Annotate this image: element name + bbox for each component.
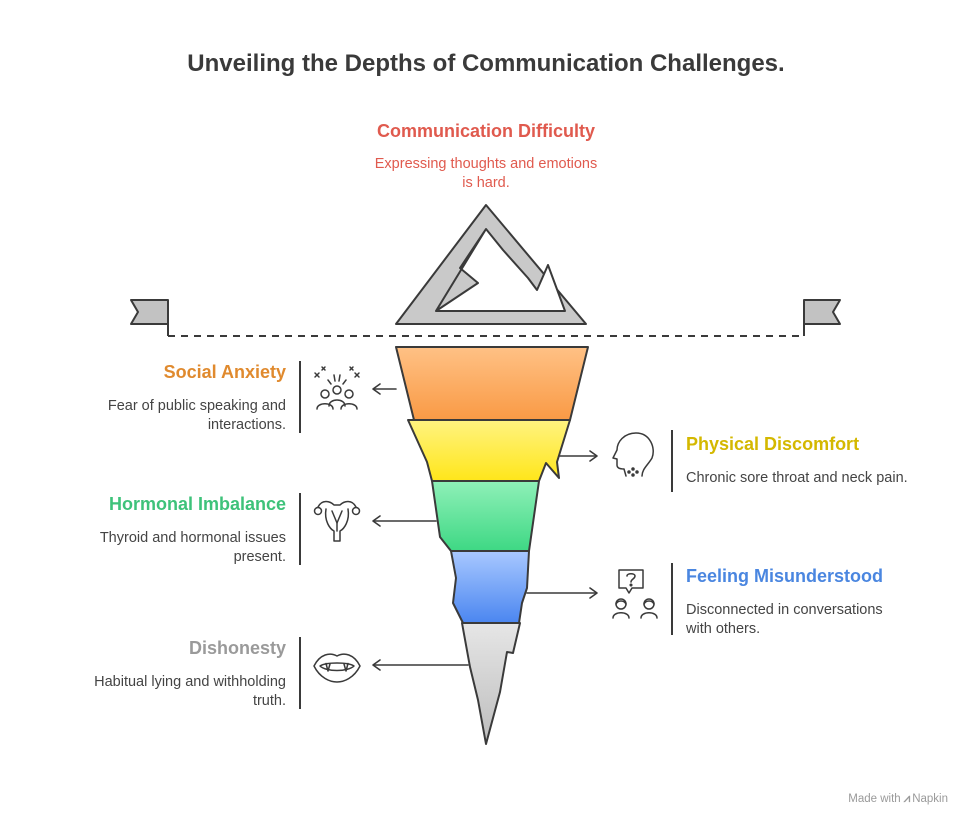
label-physical-discomfort: Physical Discomfort Chronic sore throat …	[686, 434, 908, 488]
label-hormonal-imbalance-desc: Thyroid and hormonal issues present.	[100, 529, 286, 566]
label-social-anxiety: Social Anxiety Fear of public speaking a…	[108, 362, 286, 434]
layer-physical-discomfort	[407, 419, 571, 482]
layer-feeling-misunderstood	[450, 550, 530, 624]
label-dishonesty-title: Dishonesty	[188, 638, 286, 658]
layer-hormonal-imbalance	[431, 480, 540, 552]
waterline-flag-left	[130, 299, 169, 325]
footer-brand: Napkin	[912, 793, 948, 805]
label-hormonal-imbalance-title: Hormonal Imbalance	[108, 494, 286, 514]
label-physical-discomfort-divider	[671, 430, 673, 492]
label-dishonesty-divider	[299, 637, 301, 709]
label-dishonesty-desc: Habitual lying and withholding truth.	[94, 673, 286, 710]
label-hormonal-imbalance-divider	[299, 493, 301, 565]
arrow-hormonal-imbalance	[372, 515, 437, 527]
arrow-dishonesty	[372, 659, 469, 671]
footer-credit: Made with⩘Napkin	[848, 793, 948, 806]
head-profile-icon	[612, 432, 654, 477]
layer-social-anxiety	[395, 346, 589, 421]
arrow-feeling-misunderstood	[526, 587, 598, 599]
label-physical-discomfort-desc: Chronic sore throat and neck pain.	[686, 469, 908, 488]
label-dishonesty-desc-line-1: Habitual lying and withholding	[94, 674, 286, 690]
tip-title: Communication Difficulty	[376, 121, 595, 141]
label-feeling-misunderstood-desc-line-2: with others.	[686, 620, 761, 637]
iceberg-tip-cutout	[435, 228, 566, 312]
page-title: Unveiling the Depths of Communication Ch…	[187, 50, 785, 77]
crowd-icon	[314, 366, 360, 410]
label-feeling-misunderstood: Feeling Misunderstood Disconnected in co…	[686, 566, 883, 638]
napkin-logo-icon: ⩘	[903, 793, 911, 805]
tip-description-line-2: is hard.	[462, 175, 510, 191]
uterus-icon	[313, 500, 361, 542]
label-feeling-misunderstood-title: Feeling Misunderstood	[686, 566, 884, 586]
label-hormonal-imbalance-desc-line-1: Thyroid and hormonal issues	[99, 530, 286, 546]
layer-dishonesty	[461, 622, 521, 745]
confused-people-icon	[612, 569, 658, 619]
label-hormonal-imbalance-desc-line-2: present.	[233, 548, 286, 565]
label-feeling-misunderstood-desc-line-1: Disconnected in conversations	[686, 602, 883, 618]
waterline-flag-right	[803, 299, 841, 325]
label-social-anxiety-desc-line-2: interactions.	[207, 416, 286, 433]
label-dishonesty-desc-line-2: truth.	[252, 692, 286, 709]
label-feeling-misunderstood-divider	[671, 563, 673, 635]
tip-description-line-1: Expressing thoughts and emotions	[374, 156, 598, 172]
label-social-anxiety-divider	[299, 361, 301, 433]
label-social-anxiety-desc: Fear of public speaking and interactions…	[108, 397, 286, 434]
fangs-mouth-icon	[313, 653, 361, 683]
label-dishonesty: Dishonesty Habitual lying and withholdin…	[94, 638, 286, 710]
footer-made-with: Made with	[848, 793, 901, 805]
label-social-anxiety-desc-line-1: Fear of public speaking and	[107, 398, 286, 414]
label-social-anxiety-title: Social Anxiety	[163, 362, 286, 382]
arrow-social-anxiety	[372, 383, 397, 395]
label-physical-discomfort-title: Physical Discomfort	[686, 434, 860, 454]
tip-description: Expressing thoughts and emotions is hard…	[336, 155, 636, 193]
arrow-physical-discomfort	[559, 450, 598, 462]
label-physical-discomfort-desc-line-1: Chronic sore throat and neck pain.	[686, 470, 908, 486]
label-hormonal-imbalance: Hormonal Imbalance Thyroid and hormonal …	[100, 494, 286, 566]
label-feeling-misunderstood-desc: Disconnected in conversations with other…	[686, 601, 883, 638]
